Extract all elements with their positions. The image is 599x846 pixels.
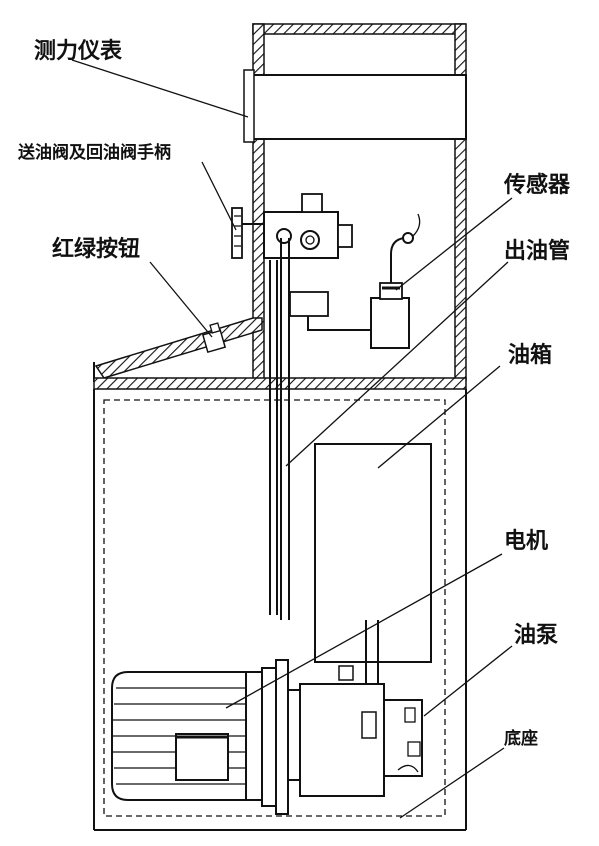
sensor [370,213,421,349]
base-outline [103,399,446,817]
label-sensor: 传感器 [503,172,571,198]
label-base: 底座 [504,728,538,749]
lower-cabinet [93,389,467,831]
oil-pump [299,683,423,797]
labels: 测力仪表 送油阀及回油阀手柄 红绿按钮 传感器 出油管 油箱 电机 油泵 底座 [18,39,571,749]
force-gauge [243,69,467,143]
motor [111,659,300,815]
label-oil-tank: 油箱 [508,342,552,368]
leader-lines [71,59,513,819]
label-oil-pump: 油泵 [514,623,558,648]
oil-tank [314,443,432,700]
label-buttons: 红绿按钮 [52,236,140,262]
label-valve-handles: 送油阀及回油阀手柄 [18,142,171,163]
control-console [93,317,263,382]
label-outlet-pipe: 出油管 [504,238,570,264]
valve-assembly [231,193,353,259]
label-motor: 电机 [504,529,548,554]
label-gauge: 测力仪表 [34,39,123,64]
outlet-pipe [269,238,372,620]
